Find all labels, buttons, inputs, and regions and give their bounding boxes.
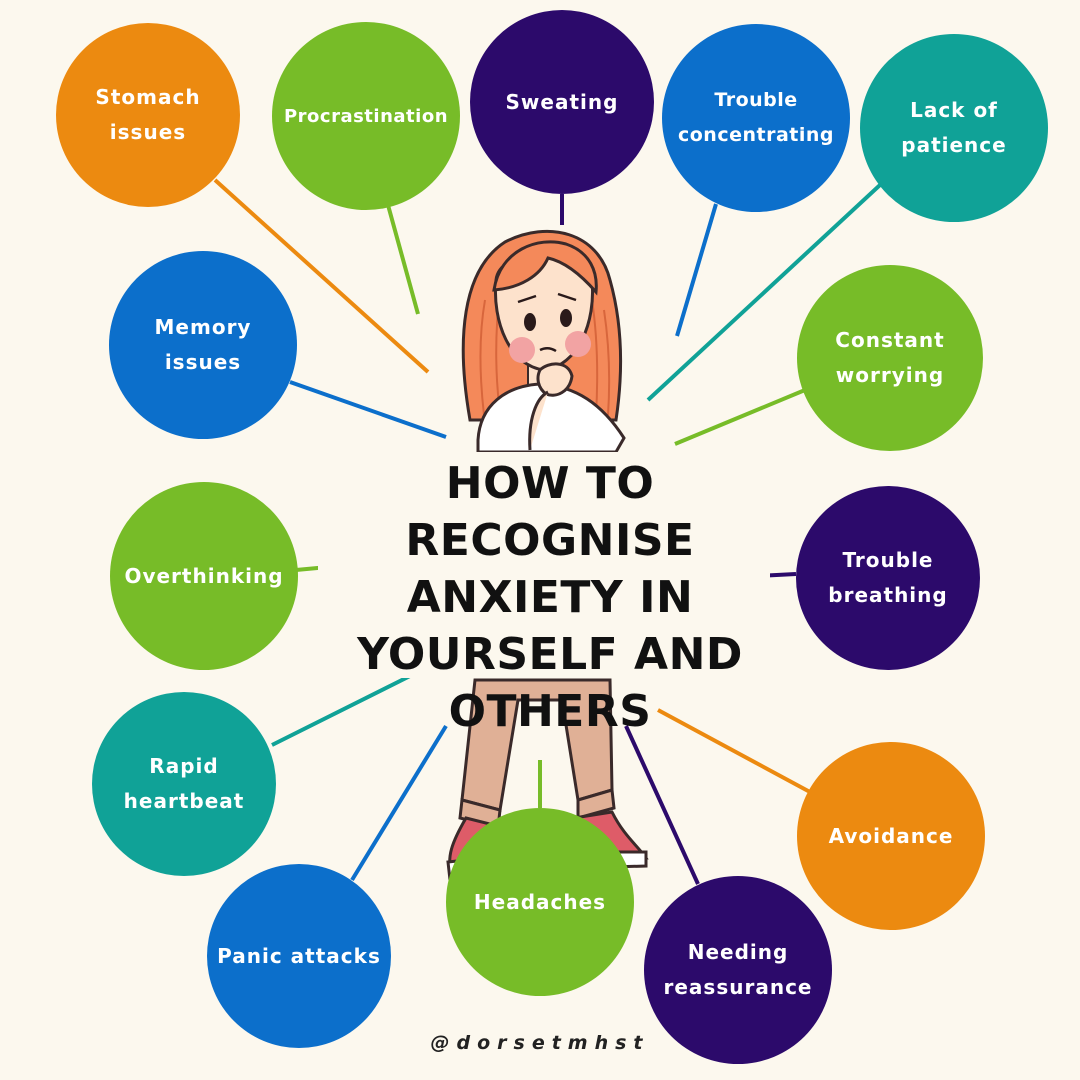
- symptom-bubble-breathing: Trouble breathing: [796, 486, 980, 670]
- symptom-label-avoidance: Avoidance: [828, 823, 954, 848]
- connector-stomach: [213, 178, 430, 374]
- symptom-label-panic: Panic attacks: [217, 943, 381, 968]
- symptom-bubble-worrying: Constant worrying: [797, 265, 983, 451]
- symptom-bubble-procrastination: Procrastination: [272, 22, 460, 210]
- symptom-label-sweating: Sweating: [505, 89, 619, 114]
- symptom-label-memory: Memory issues: [154, 315, 252, 374]
- symptom-label-concentrating: Trouble concentrating: [677, 89, 834, 146]
- connector-reassurance: [624, 725, 700, 885]
- connector-panic: [350, 724, 448, 882]
- symptom-bubble-overthinking: Overthinking: [110, 482, 298, 670]
- connector-lines: [213, 178, 882, 885]
- symptom-bubble-heartbeat: Rapid heartbeat: [92, 692, 276, 876]
- symptom-bubble-memory: Memory issues: [109, 251, 297, 439]
- symptom-label-overthinking: Overthinking: [124, 563, 284, 588]
- symptom-bubble-reassurance: Needing reassurance: [644, 876, 832, 1064]
- symptom-bubble-patience: Lack of patience: [860, 34, 1048, 222]
- connector-concentrating: [675, 203, 718, 337]
- title-backdrop: [318, 452, 770, 678]
- worried-girl-illustration: [446, 229, 649, 882]
- connector-avoidance: [657, 708, 811, 794]
- symptom-label-headaches: Headaches: [473, 889, 607, 914]
- page-title: HOW TO RECOGNISE ANXIETY IN YOURSELF AND…: [300, 455, 800, 740]
- symptom-label-breathing: Trouble breathing: [828, 548, 948, 607]
- symptom-bubble-concentrating: Trouble concentrating: [662, 24, 850, 212]
- symptom-bubble-sweating: Sweating: [470, 10, 654, 194]
- symptom-label-stomach: Stomach issues: [95, 85, 201, 144]
- symptom-label-reassurance: Needing reassurance: [663, 940, 813, 999]
- connector-worrying: [674, 388, 806, 446]
- symptom-bubble-avoidance: Avoidance: [797, 742, 985, 930]
- symptom-bubble-panic: Panic attacks: [207, 864, 391, 1048]
- symptom-label-patience: Lack of patience: [901, 98, 1007, 157]
- connector-patience: [646, 183, 882, 402]
- symptom-bubble-stomach: Stomach issues: [56, 23, 240, 207]
- symptom-bubble-headaches: Headaches: [446, 808, 634, 996]
- connector-heartbeat: [271, 664, 431, 747]
- connector-procrastination: [386, 204, 420, 315]
- page-title-text: HOW TO RECOGNISE ANXIETY IN YOURSELF AND…: [357, 458, 743, 737]
- symptom-label-procrastination: Procrastination: [283, 105, 449, 127]
- social-handle: @dorsetmhst: [430, 1032, 650, 1054]
- symptom-label-worrying: Constant worrying: [835, 328, 945, 387]
- symptom-label-heartbeat: Rapid heartbeat: [123, 754, 245, 813]
- connector-memory: [289, 380, 447, 439]
